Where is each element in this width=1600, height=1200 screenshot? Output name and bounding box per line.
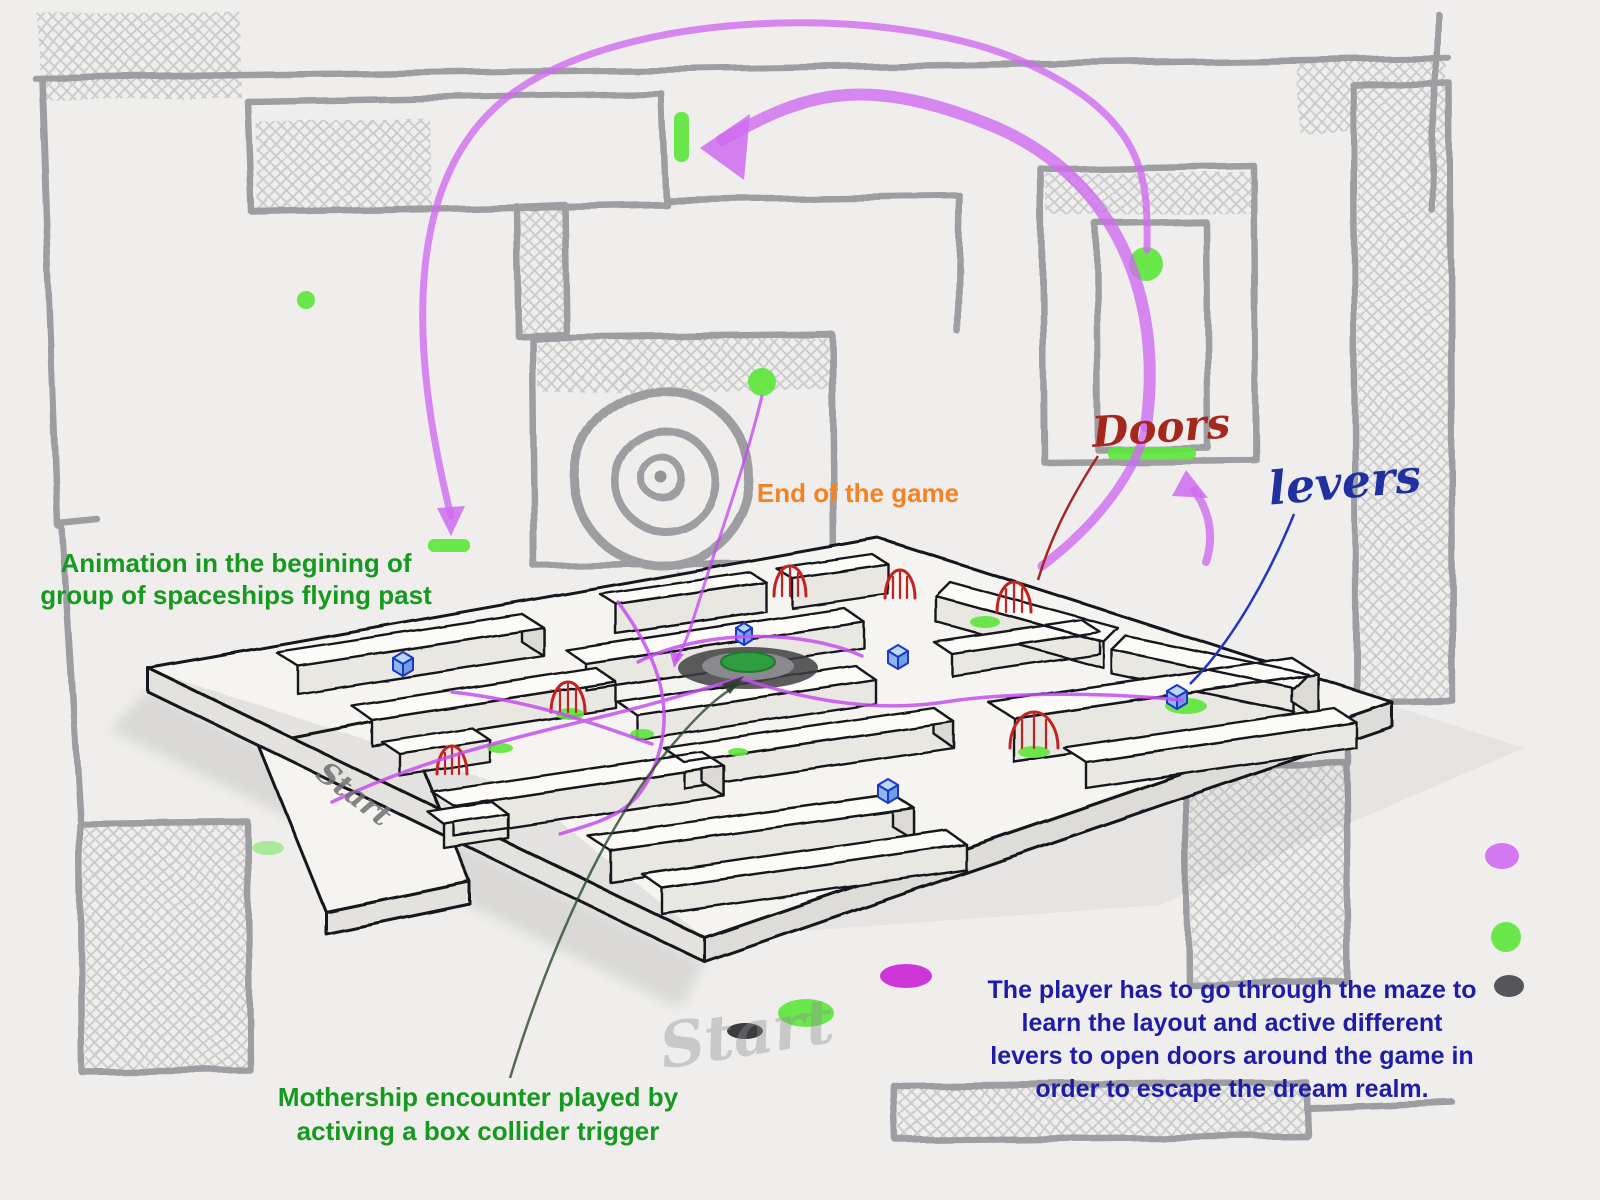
door-arches bbox=[435, 564, 1060, 776]
gray-dot-right bbox=[1494, 975, 1524, 997]
goal-note-line1: The player has to go through the maze to bbox=[988, 976, 1477, 1004]
doors-label: Doors bbox=[1089, 398, 1231, 457]
lever-cube-right-faces bbox=[402, 627, 1188, 804]
animation-note-line2: group of spaceships flying past bbox=[40, 580, 432, 610]
levers-pointer-line bbox=[1189, 513, 1296, 685]
background-target-circle-inner bbox=[638, 454, 686, 502]
background-target-circle-mid bbox=[612, 428, 720, 536]
levers-label: levers bbox=[1266, 449, 1423, 516]
background-crosshatch-fills bbox=[38, 12, 1450, 1138]
background-target-circle-outer bbox=[569, 385, 755, 571]
mothership-note-line1: Mothership encounter played by bbox=[278, 1082, 679, 1112]
green-pad-6 bbox=[728, 748, 748, 756]
arrowhead-descender bbox=[670, 652, 684, 668]
green-pad-5 bbox=[630, 729, 654, 739]
green-pad-start bbox=[252, 841, 284, 855]
door-arch-bars bbox=[443, 566, 1048, 776]
green-pad-1 bbox=[970, 616, 1000, 628]
maze-board bbox=[146, 536, 1394, 964]
background-pencil-maze bbox=[31, 10, 1456, 1144]
animation-note-line1: Animation in the begining of bbox=[61, 548, 412, 578]
background-target-center-dot bbox=[656, 472, 668, 484]
green-spot-left-wall bbox=[297, 291, 315, 309]
green-door-gap-left bbox=[428, 539, 470, 552]
goal-note-line4: order to escape the dream realm. bbox=[1035, 1075, 1428, 1103]
doors-pointer-line bbox=[1036, 455, 1100, 581]
goal-note-line3: levers to open doors around the game in bbox=[990, 1042, 1473, 1070]
maze-wall-sides bbox=[520, 612, 1320, 842]
door-arch-outlines bbox=[435, 564, 1060, 776]
start-platform-side bbox=[324, 880, 472, 936]
green-blob-bottom bbox=[778, 999, 834, 1027]
green-spot-mid bbox=[748, 368, 776, 396]
dark-blob-bottom bbox=[727, 1023, 763, 1039]
purple-dot-right bbox=[1485, 843, 1519, 869]
mothership-pointer-line bbox=[508, 680, 743, 1079]
thin-descender-path bbox=[674, 394, 764, 662]
green-pad-7 bbox=[1018, 746, 1050, 758]
end-of-game-label: End of the game bbox=[757, 478, 959, 508]
arrowhead-up-doors bbox=[1172, 470, 1208, 498]
magenta-blob-bottom bbox=[880, 964, 932, 988]
maze-route-strands bbox=[330, 600, 1184, 836]
maze-wall-tops bbox=[274, 552, 1358, 890]
arrowhead-topleft bbox=[700, 114, 750, 180]
doors-label-underline bbox=[1108, 447, 1196, 460]
arrowhead-down-left bbox=[437, 506, 465, 536]
short-up-arrow-body bbox=[1190, 486, 1214, 566]
long-curve-left bbox=[419, 19, 1151, 520]
arrowhead-center-green bbox=[722, 676, 744, 694]
route-arrows bbox=[330, 19, 1296, 1079]
palette-dots bbox=[727, 843, 1524, 1039]
maze-center-feature bbox=[678, 647, 818, 689]
thick-arrow-body bbox=[716, 88, 1156, 432]
floor-shading bbox=[150, 670, 705, 938]
mothership-note-line2: activing a box collider trigger bbox=[297, 1116, 660, 1146]
green-dot-right-margin bbox=[1491, 922, 1521, 952]
center-pad-green bbox=[720, 651, 776, 673]
green-markers bbox=[252, 112, 1521, 1027]
goal-note-line2: learn the layout and active different bbox=[1022, 1009, 1444, 1037]
lever-cubes bbox=[392, 622, 1188, 804]
green-door-gap-top bbox=[674, 112, 689, 162]
thick-arrow-connector bbox=[1037, 421, 1151, 571]
